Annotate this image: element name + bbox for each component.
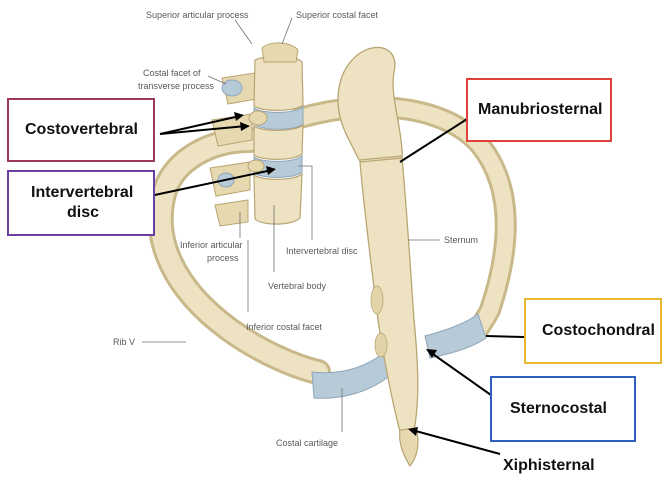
joint-arrows — [150, 112, 524, 454]
label-costal-facet-line1: Costal facet of — [143, 68, 201, 78]
arrow-xiphisternal — [412, 430, 500, 454]
intervertebral-label-line2: disc — [31, 203, 99, 223]
sternocostal-label: Sternocostal — [510, 399, 607, 419]
costovertebral-label: Costovertebral — [25, 120, 138, 140]
label-costal-facet-line2: transverse process — [138, 81, 215, 91]
costochondral-label: Costochondral — [542, 321, 655, 341]
label-inferior-articular-line2: process — [207, 253, 239, 263]
costochondral-label-box: Costochondral — [524, 298, 662, 364]
sternocostal-label-box: Sternocostal — [490, 376, 636, 442]
label-inferior-costal-facet: Inferior costal facet — [246, 322, 323, 332]
vertebral-column — [210, 43, 303, 226]
label-superior-costal-facet: Superior costal facet — [296, 10, 379, 20]
label-rib-v: Rib V — [113, 337, 135, 347]
label-inferior-articular-line1: Inferior articular — [180, 240, 243, 250]
arrow-costochondral — [486, 336, 524, 337]
manubriosternal-label-box: Manubriosternal — [466, 78, 612, 142]
label-intervertebral-disc-small: Intervertebral disc — [286, 246, 358, 256]
xiphisternal-label: Xiphisternal — [503, 457, 595, 475]
arrow-sternocostal — [430, 352, 498, 400]
label-sternum: Sternum — [444, 235, 478, 245]
intervertebral-label-line1: Intervertebral — [31, 183, 133, 203]
label-vertebral-body: Vertebral body — [268, 281, 327, 291]
costovertebral-label-box: Costovertebral — [7, 98, 155, 162]
manubriosternal-label: Manubriosternal — [478, 100, 602, 120]
label-costal-cartilage: Costal cartilage — [276, 438, 338, 448]
label-superior-articular-process: Superior articular process — [146, 10, 249, 20]
costal-cartilage-left — [312, 352, 392, 398]
intervertebral-disc-label-box: Intervertebral disc — [7, 170, 155, 236]
